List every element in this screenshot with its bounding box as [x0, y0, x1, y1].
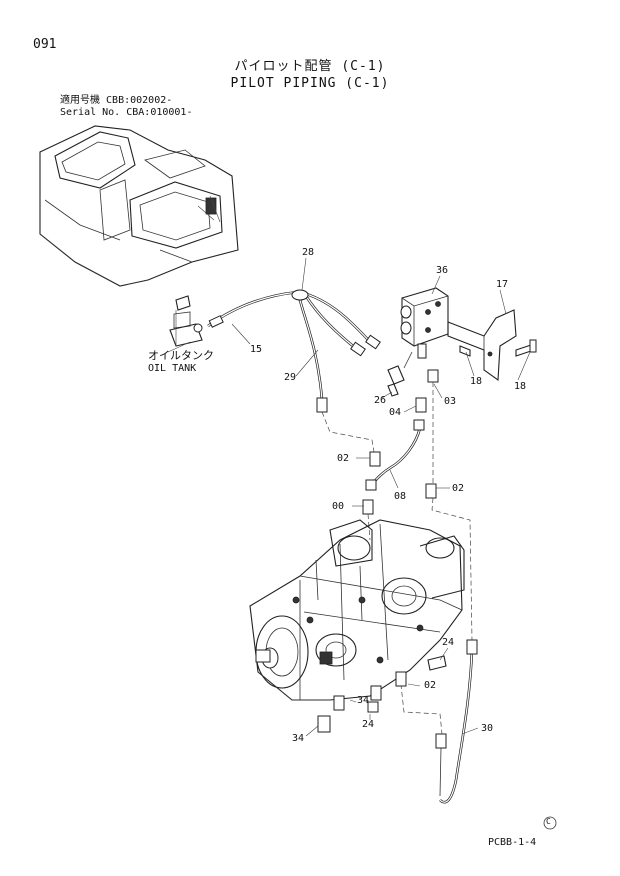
callout-15: 15: [250, 344, 263, 355]
callout-18-left: 18: [470, 376, 483, 387]
drawing-code: PCBB-1-4: [488, 837, 537, 848]
callout-03: 03: [444, 396, 457, 407]
applicability-label: 適用号機: [60, 95, 100, 106]
hydraulic-pump-assembly: [249, 519, 465, 701]
hose-30: [435, 639, 478, 804]
oil-tank-port: [167, 295, 203, 353]
oil-tank-label-en: OIL TANK: [148, 363, 197, 374]
oil-tank-label-jp: オイルタンク: [148, 349, 214, 362]
callout-24-lower: 24: [362, 719, 375, 730]
callout-29: 29: [284, 372, 297, 383]
version-mark-letter: C: [546, 817, 551, 826]
version-mark: [543, 816, 557, 830]
title-english: PILOT PIPING (C-1): [230, 76, 390, 91]
applicability-row-1: 適用号機 CBB:002002-: [60, 96, 172, 106]
title-japanese: パイロット配管 (C-1): [234, 59, 386, 74]
hose-15: [207, 290, 299, 328]
leader-lines: [231, 257, 531, 737]
hose-clamp-28: [291, 289, 381, 413]
callout-34-lower: 34: [292, 733, 305, 744]
routing-lines: [321, 382, 473, 735]
valve-block-36: [400, 287, 449, 359]
fittings-upper: [387, 351, 439, 413]
pipe-08: [365, 419, 425, 491]
callout-02-lower: 02: [424, 680, 437, 691]
callout-28: 28: [302, 247, 315, 258]
excavator-overview: [39, 125, 239, 287]
callout-17: 17: [496, 279, 509, 290]
bracket-17: [447, 309, 537, 382]
callout-18-right: 18: [514, 381, 527, 392]
callout-02-upper: 02: [337, 453, 350, 464]
applicability-row-2: Serial No. CBA:010001-: [60, 108, 192, 118]
callout-30: 30: [481, 723, 494, 734]
page-number: 091: [33, 37, 57, 52]
callout-36: 36: [436, 265, 449, 276]
callout-24-right: 24: [442, 637, 455, 648]
callout-04: 04: [389, 407, 402, 418]
applicability-label: Serial No.: [60, 107, 121, 118]
callout-02-right: 02: [452, 483, 465, 494]
fittings-lower: [317, 655, 447, 733]
applicability-value: CBB:002002-: [106, 95, 173, 106]
callout-08: 08: [394, 491, 407, 502]
applicability-value: CBA:010001-: [126, 107, 193, 118]
callout-26: 26: [374, 395, 387, 406]
callout-34-upper: 34: [357, 695, 370, 706]
callout-00: 00: [332, 501, 345, 512]
